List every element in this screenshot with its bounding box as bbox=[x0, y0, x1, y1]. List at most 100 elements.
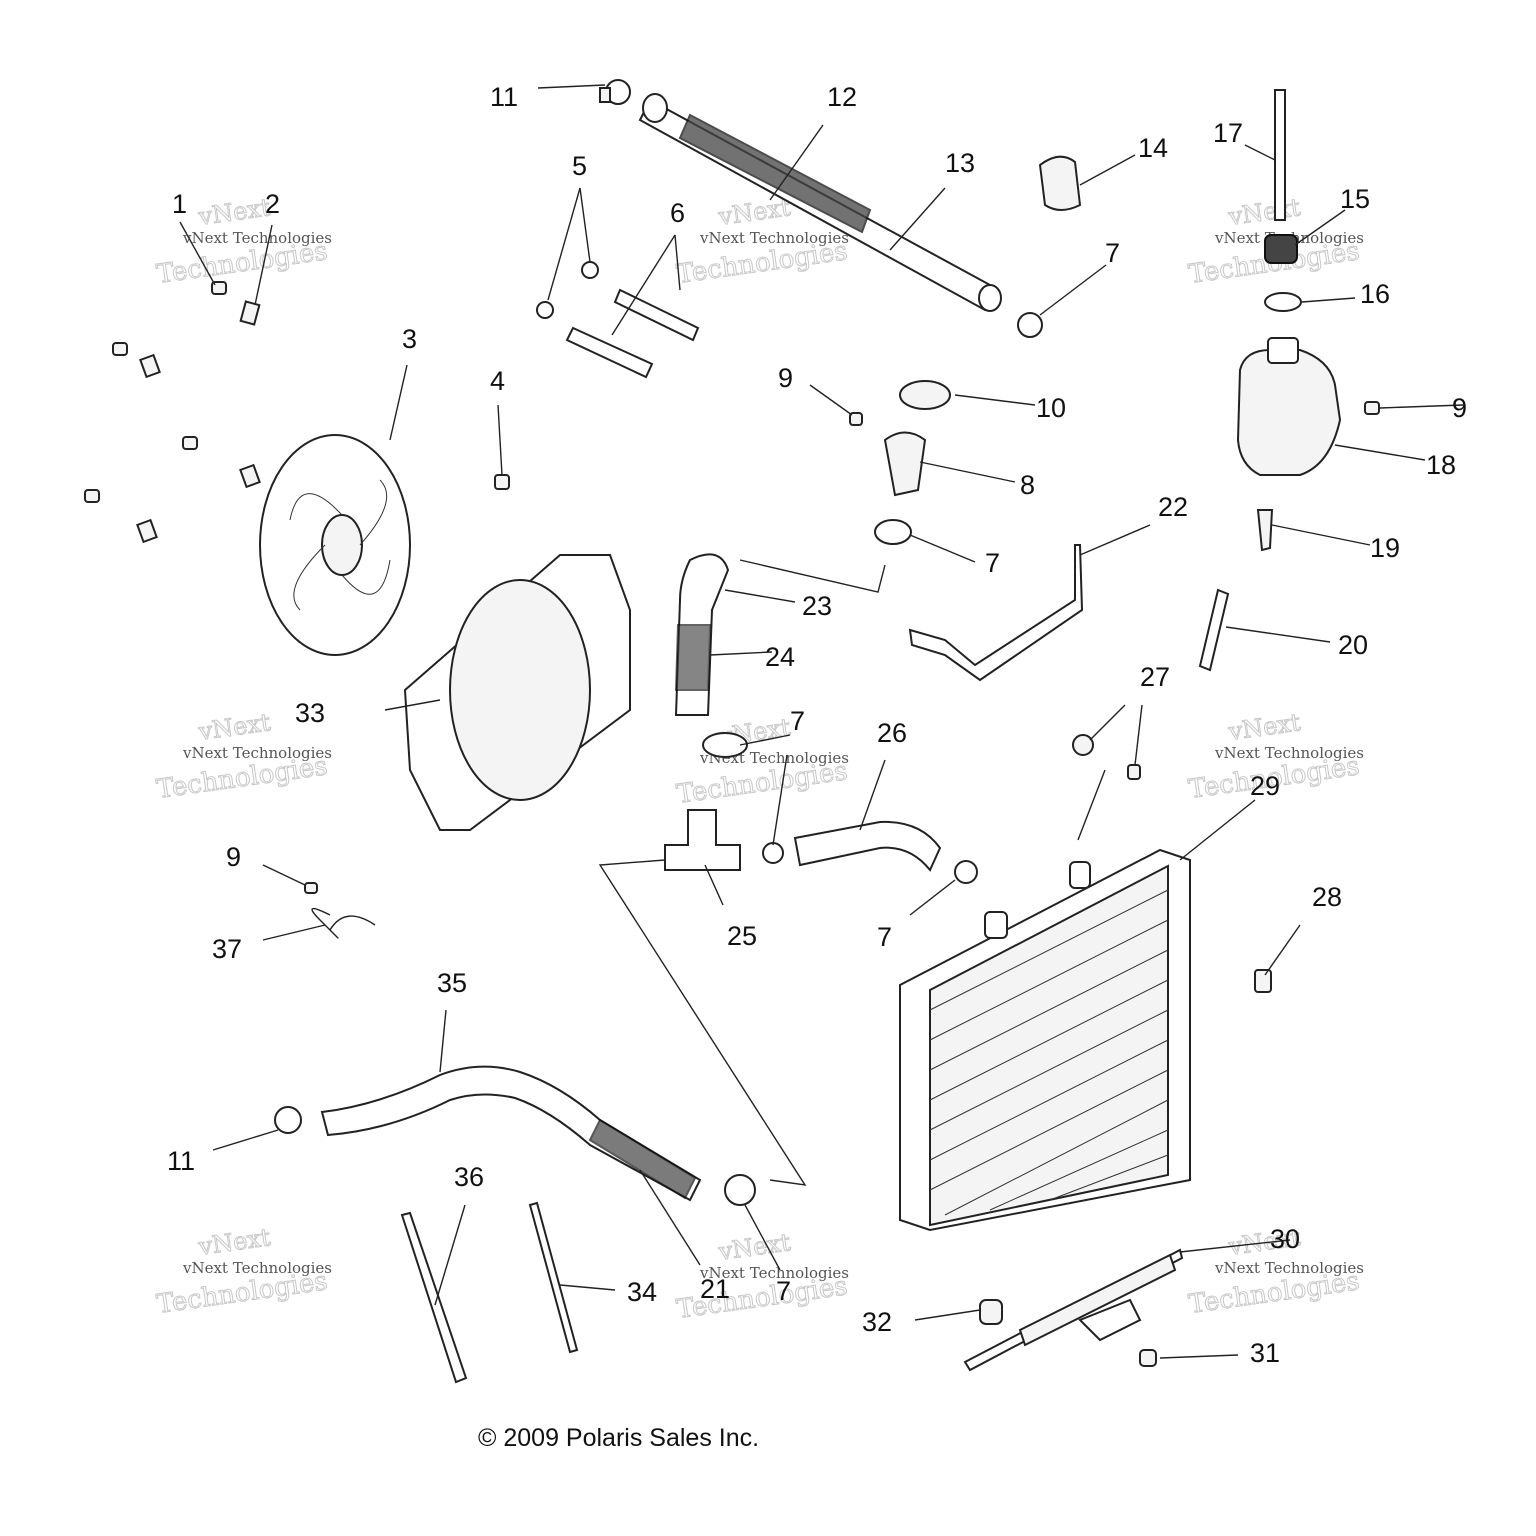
filler-neck bbox=[883, 431, 927, 497]
bolt-9-upper bbox=[849, 412, 863, 426]
vent-tube bbox=[1274, 89, 1286, 221]
watermark-line2: vNext Technologies bbox=[1214, 1259, 1364, 1277]
callout-31: 31 bbox=[1250, 1338, 1280, 1368]
hose-clamp-top bbox=[599, 79, 631, 105]
callout-7-mid: 7 bbox=[790, 706, 805, 736]
reservoir-gasket bbox=[1264, 292, 1302, 312]
watermark-line2: vNext Technologies bbox=[699, 1264, 849, 1282]
coolant-reservoir bbox=[1236, 337, 1342, 476]
callout-11: 11 bbox=[490, 82, 518, 112]
reservoir-cap bbox=[1264, 234, 1298, 264]
callout-27: 27 bbox=[1140, 662, 1170, 692]
watermark-line1: vNext bbox=[196, 193, 272, 231]
hose-sleeve bbox=[1038, 155, 1082, 211]
watermark-line1: vNext bbox=[1226, 708, 1302, 746]
hose-clamp-bottom-left bbox=[274, 1106, 302, 1134]
watermark-bottom-left: vNext vNext Technologies Technologies bbox=[154, 1223, 332, 1321]
screw-left-b bbox=[182, 436, 198, 450]
callout-12: 12 bbox=[827, 82, 857, 112]
callout-17: 17 bbox=[1213, 118, 1243, 148]
callout-6: 6 bbox=[670, 198, 685, 228]
clip-37 bbox=[311, 907, 376, 939]
upper-radiator-hose bbox=[638, 93, 1002, 312]
mounting-bracket bbox=[908, 544, 1084, 682]
callout-8: 8 bbox=[1020, 470, 1035, 500]
callout-7-top: 7 bbox=[1105, 238, 1120, 268]
callout-11-bottom: 11 bbox=[167, 1146, 195, 1176]
small-clamp-lower bbox=[536, 301, 554, 319]
watermark-line1: vNext bbox=[1226, 193, 1302, 231]
bolt-4 bbox=[494, 474, 510, 490]
fan-shroud bbox=[403, 554, 631, 831]
callout-37: 37 bbox=[212, 934, 242, 964]
callout-22: 22 bbox=[1158, 492, 1188, 522]
callout-7-right: 7 bbox=[877, 922, 892, 952]
screw-left-c bbox=[84, 489, 100, 503]
callout-9-left: 9 bbox=[226, 842, 241, 872]
callout-15: 15 bbox=[1340, 184, 1370, 214]
clip-left-c bbox=[136, 518, 158, 544]
bolt-28 bbox=[1254, 969, 1272, 993]
grommet-32 bbox=[979, 1299, 1003, 1325]
grommet-27 bbox=[1072, 734, 1094, 756]
short-tube-lower bbox=[565, 326, 654, 379]
callout-10: 10 bbox=[1036, 393, 1066, 423]
watermark-line2: vNext Technologies bbox=[1214, 744, 1364, 762]
lower-radiator-hose bbox=[320, 1065, 702, 1202]
callout-labels: 11 12 13 14 17 15 16 7 5 6 1 2 3 4 9 10 … bbox=[167, 82, 1467, 1368]
watermark-line2: vNext Technologies bbox=[182, 229, 332, 247]
callout-34: 34 bbox=[627, 1277, 657, 1307]
hose-clamp-24 bbox=[702, 732, 748, 758]
callout-23: 23 bbox=[802, 591, 832, 621]
hose-clamp-bottom bbox=[724, 1174, 756, 1206]
clip-2 bbox=[239, 300, 261, 326]
watermark-line1: vNext bbox=[196, 708, 272, 746]
callout-32: 32 bbox=[862, 1307, 892, 1337]
callout-1: 1 bbox=[172, 189, 187, 219]
small-clamp-upper bbox=[581, 261, 599, 279]
callout-14: 14 bbox=[1138, 133, 1168, 163]
hose-clamp-13 bbox=[1017, 312, 1043, 338]
callout-3: 3 bbox=[402, 324, 417, 354]
callout-9-upper: 9 bbox=[778, 363, 793, 393]
callout-30: 30 bbox=[1270, 1224, 1300, 1254]
callout-2: 2 bbox=[265, 189, 280, 219]
radiator bbox=[899, 848, 1191, 1232]
watermark-line2: vNext Technologies bbox=[699, 229, 849, 247]
leader-lines bbox=[179, 84, 1464, 1359]
callout-36: 36 bbox=[454, 1162, 484, 1192]
radiator-cap bbox=[899, 380, 951, 410]
bolt-9-right bbox=[1364, 401, 1380, 415]
callout-18: 18 bbox=[1426, 450, 1456, 480]
callout-7-filler: 7 bbox=[985, 548, 1000, 578]
screw-left-a bbox=[112, 342, 128, 356]
clip-left-b bbox=[239, 463, 261, 489]
callout-19: 19 bbox=[1370, 533, 1400, 563]
screw-1 bbox=[211, 281, 227, 295]
short-tube-upper bbox=[613, 288, 700, 342]
lower-bracket bbox=[963, 1248, 1184, 1372]
watermark-line1: vNext bbox=[716, 193, 792, 231]
bolt-9-left bbox=[304, 882, 318, 894]
callout-25: 25 bbox=[727, 921, 757, 951]
nut-27 bbox=[1127, 764, 1141, 780]
callout-28: 28 bbox=[1312, 882, 1342, 912]
callout-4: 4 bbox=[490, 366, 505, 396]
callout-13: 13 bbox=[945, 148, 975, 178]
callout-16: 16 bbox=[1360, 279, 1390, 309]
hose-clamp-filler bbox=[874, 519, 912, 545]
callout-29: 29 bbox=[1250, 771, 1280, 801]
screw-31 bbox=[1139, 1349, 1157, 1367]
watermark-line2: vNext Technologies bbox=[182, 1259, 332, 1277]
hose-26 bbox=[793, 820, 942, 872]
reservoir-fitting bbox=[1256, 509, 1274, 552]
callout-20: 20 bbox=[1338, 630, 1368, 660]
watermark-line2: vNext Technologies bbox=[182, 744, 332, 762]
callout-26: 26 bbox=[877, 718, 907, 748]
overflow-hose bbox=[1198, 588, 1230, 672]
watermark-line1: vNext bbox=[196, 1223, 272, 1261]
callout-24: 24 bbox=[765, 642, 795, 672]
watermark-top-center: vNext vNext Technologies Technologies bbox=[674, 193, 850, 291]
callout-9-right: 9 bbox=[1452, 393, 1467, 423]
